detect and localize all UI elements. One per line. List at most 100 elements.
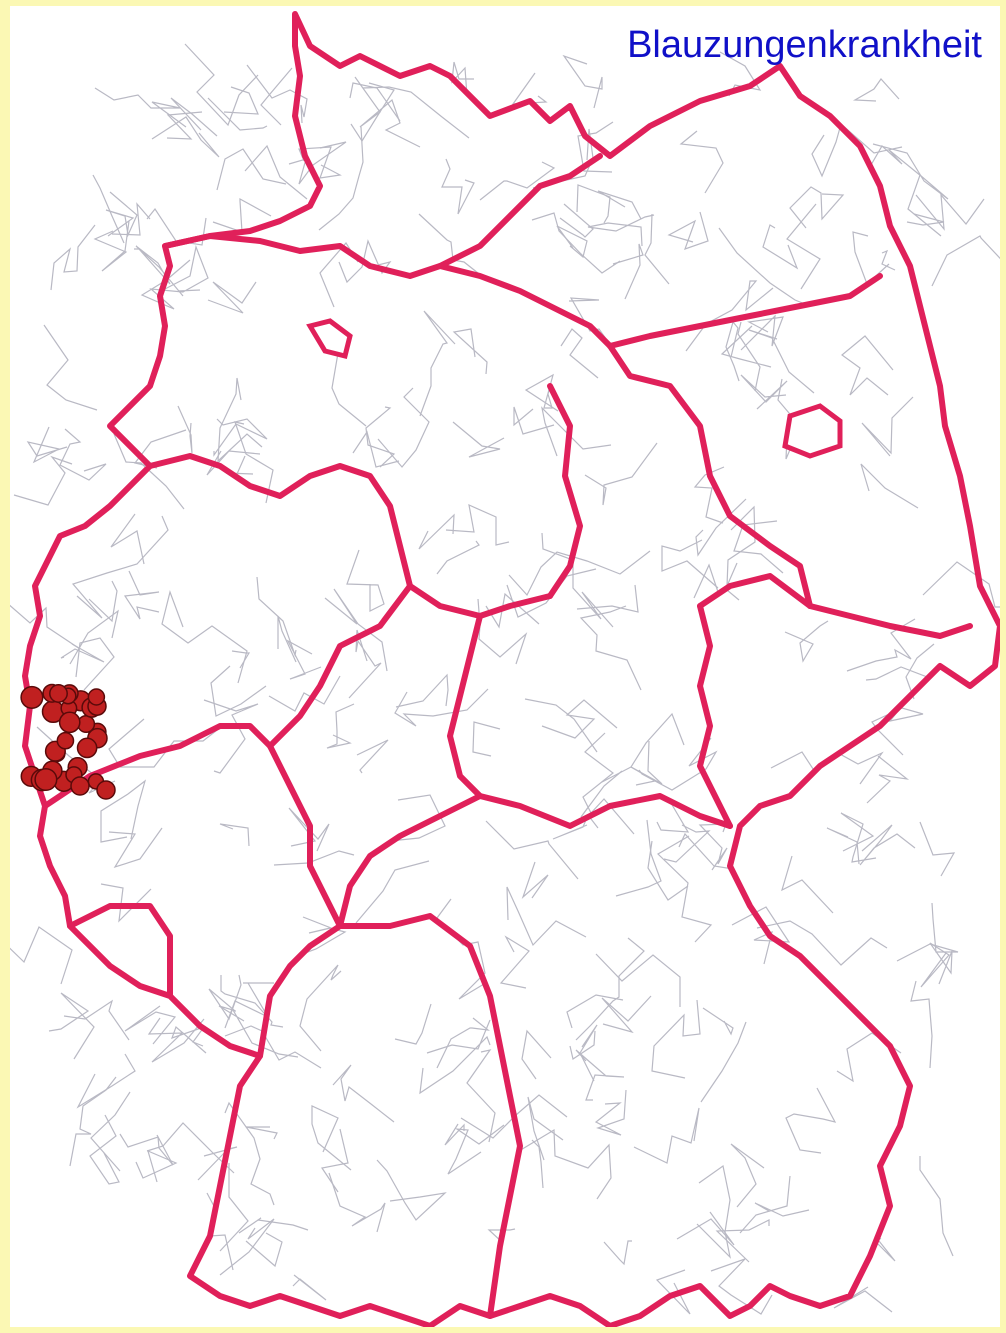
district-line	[286, 639, 322, 680]
district-line	[161, 589, 248, 684]
district-line	[479, 161, 556, 201]
district-line	[246, 64, 308, 124]
district-line	[292, 1274, 327, 1301]
district-line	[13, 455, 73, 506]
district-line	[575, 937, 645, 1041]
district-line	[324, 588, 388, 672]
district-line	[715, 1219, 770, 1263]
district-line	[852, 231, 890, 286]
district-line	[466, 1049, 496, 1143]
district-line	[630, 712, 685, 786]
district-line	[730, 1143, 765, 1208]
district-line	[846, 618, 916, 672]
district-line	[219, 1218, 275, 1276]
district-line	[919, 821, 956, 877]
outbreak-marker	[49, 684, 68, 703]
district-line	[90, 1091, 131, 1172]
district-line	[219, 823, 250, 847]
district-line	[356, 739, 389, 774]
district-line	[349, 82, 401, 122]
district-line	[184, 43, 259, 127]
border-rp-he	[267, 743, 343, 929]
district-line	[560, 328, 599, 379]
district-line	[426, 1019, 491, 1054]
district-boundaries	[10, 43, 1000, 1315]
district-line	[419, 310, 456, 417]
district-line	[134, 245, 184, 297]
district-line	[872, 143, 949, 237]
border-nrw-he	[267, 583, 413, 749]
district-line	[910, 980, 933, 1069]
district-line	[569, 1030, 596, 1060]
country-outline	[22, 11, 1000, 1327]
district-line	[146, 1122, 235, 1174]
border-st-east	[607, 343, 813, 609]
district-line	[748, 329, 815, 394]
district-line	[920, 942, 953, 988]
district-line	[219, 1163, 249, 1252]
district-line	[784, 620, 829, 663]
border-sh-ni	[162, 233, 613, 349]
district-line	[376, 1159, 447, 1221]
border-mv	[437, 153, 603, 269]
district-line	[789, 186, 845, 229]
district-line	[210, 665, 267, 717]
district-line	[541, 699, 618, 739]
district-line	[860, 463, 919, 509]
district-line	[770, 751, 884, 785]
district-line	[436, 540, 480, 575]
district-line	[597, 190, 642, 220]
district-line	[441, 158, 475, 215]
district-line	[524, 373, 559, 412]
district-line	[826, 827, 860, 865]
bremen-border	[306, 318, 353, 360]
district-line	[151, 116, 220, 158]
district-line	[506, 886, 587, 947]
district-line	[644, 213, 670, 285]
district-line	[332, 1064, 395, 1123]
district-line	[667, 211, 709, 250]
district-line	[140, 259, 191, 310]
district-line	[700, 1021, 747, 1103]
district-line	[919, 1156, 954, 1257]
district-line	[663, 824, 711, 863]
district-line	[579, 1024, 598, 1082]
district-line	[566, 994, 624, 1029]
district-line	[171, 1025, 207, 1054]
district-line	[579, 605, 642, 691]
border-he-by	[337, 793, 483, 929]
district-line	[702, 1007, 734, 1036]
district-line	[217, 377, 263, 463]
district-line	[346, 549, 385, 612]
district-line	[580, 770, 623, 818]
berlin-border	[782, 403, 843, 459]
district-line	[377, 387, 430, 468]
outbreak-marker	[34, 767, 58, 792]
map-title: Blauzungenkrankheit	[627, 24, 982, 66]
map-frame: Blauzungenkrankheit	[10, 6, 1000, 1327]
district-line	[896, 902, 959, 962]
district-line	[718, 227, 806, 305]
state-borders	[22, 11, 1000, 1327]
district-line	[352, 430, 400, 468]
district-line	[203, 699, 259, 774]
district-line	[531, 212, 621, 274]
district-line	[922, 561, 1000, 608]
district-line	[298, 146, 342, 179]
district-line	[223, 86, 259, 115]
district-line	[277, 615, 297, 663]
district-line	[268, 675, 341, 712]
district-line	[350, 82, 395, 143]
district-line	[108, 827, 163, 869]
border-th-by	[477, 793, 733, 829]
district-line	[326, 703, 355, 749]
district-line	[487, 1228, 516, 1244]
district-line	[245, 1126, 278, 1140]
district-line	[60, 643, 105, 663]
district-line	[576, 184, 611, 224]
border-th-sn-2	[697, 603, 733, 829]
district-line	[418, 213, 484, 278]
district-line	[207, 281, 257, 314]
district-line	[562, 54, 603, 109]
district-line	[43, 324, 98, 411]
